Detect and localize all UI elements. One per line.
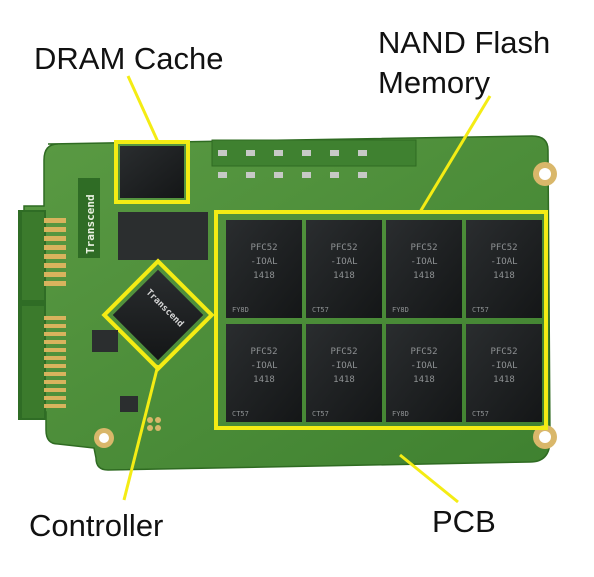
nand-chip-code: PFC52 — [410, 347, 437, 357]
pcb-brand-text: Transcend — [84, 194, 97, 254]
misc-components — [92, 330, 161, 431]
nand-leader-line — [418, 95, 492, 213]
nand-chip-num: 1418 — [253, 271, 275, 281]
nand-chip-mark: CT57 — [472, 410, 489, 418]
nand-chip-code: PFC52 — [250, 243, 277, 253]
nand-chip-code: PFC52 — [490, 347, 517, 357]
mounting-holes — [94, 162, 557, 449]
pcb-label: PCB — [432, 504, 496, 539]
nand-chip-grid: PFC52-IOAL1418FY8DPFC52-IOAL1418CT57PFC5… — [226, 220, 542, 422]
nand-chip-num: 1418 — [333, 271, 355, 281]
controller-label: Controller — [29, 508, 164, 543]
nand-chip-mark: CT57 — [312, 306, 329, 314]
nand-chip-mark: FY8D — [392, 410, 409, 418]
nand-chip-mark: CT57 — [232, 410, 249, 418]
nand-chip-body — [386, 220, 462, 318]
nand-chip-body — [466, 220, 542, 318]
nand-chip-sub: -IOAL — [410, 361, 437, 371]
nand-chip-sub: -IOAL — [330, 257, 357, 267]
brand-silkscreen-box — [78, 178, 100, 258]
nand-chip-sub: -IOAL — [490, 257, 517, 267]
nand-chip-mark: FY8D — [232, 306, 249, 314]
nand-chip-mark: CT57 — [472, 306, 489, 314]
dram-highlight-box — [114, 140, 190, 204]
nand-chip-sub: -IOAL — [490, 361, 517, 371]
nand-chip-body — [226, 324, 302, 422]
top-component-area — [211, 139, 417, 167]
nand-flash-label-line1: NAND Flash — [378, 25, 551, 60]
nand-chip-num: 1418 — [413, 375, 435, 385]
controller-leader-line — [122, 364, 160, 501]
nand-chip-sub: -IOAL — [330, 361, 357, 371]
controller-chip — [112, 269, 204, 361]
sata-connector — [18, 210, 66, 420]
nand-chip-sub: -IOAL — [410, 257, 437, 267]
nand-chip-code: PFC52 — [490, 243, 517, 253]
nand-flash-label-line2: Memory — [378, 65, 490, 100]
nand-chip-body — [306, 220, 382, 318]
nand-chip-code: PFC52 — [330, 347, 357, 357]
controller-chip-group: Transcend — [101, 258, 215, 372]
nand-chip-body — [226, 220, 302, 318]
nand-chip-body — [306, 324, 382, 422]
nand-chip-sub: -IOAL — [250, 257, 277, 267]
nand-chip-sub: -IOAL — [250, 361, 277, 371]
nand-chip-mark: FY8D — [392, 306, 409, 314]
nand-chip-code: PFC52 — [410, 243, 437, 253]
nand-chip-body — [466, 324, 542, 422]
secondary-chip — [118, 212, 208, 260]
nand-highlight-box — [214, 210, 548, 430]
nand-chip-body — [386, 324, 462, 422]
nand-chip-num: 1418 — [413, 271, 435, 281]
dram-chip — [120, 146, 184, 198]
nand-chip-code: PFC52 — [330, 243, 357, 253]
controller-highlight-box — [101, 258, 215, 372]
dram-leader-line — [126, 75, 160, 143]
nand-chip-code: PFC52 — [250, 347, 277, 357]
nand-chip-num: 1418 — [333, 375, 355, 385]
pcb-leader-line — [399, 453, 459, 504]
dram-cache-label: DRAM Cache — [34, 41, 224, 76]
nand-chip-num: 1418 — [493, 271, 515, 281]
nand-chip-num: 1418 — [253, 375, 275, 385]
nand-chip-num: 1418 — [493, 375, 515, 385]
small-components-top — [218, 150, 367, 178]
nand-chip-mark: CT57 — [312, 410, 329, 418]
